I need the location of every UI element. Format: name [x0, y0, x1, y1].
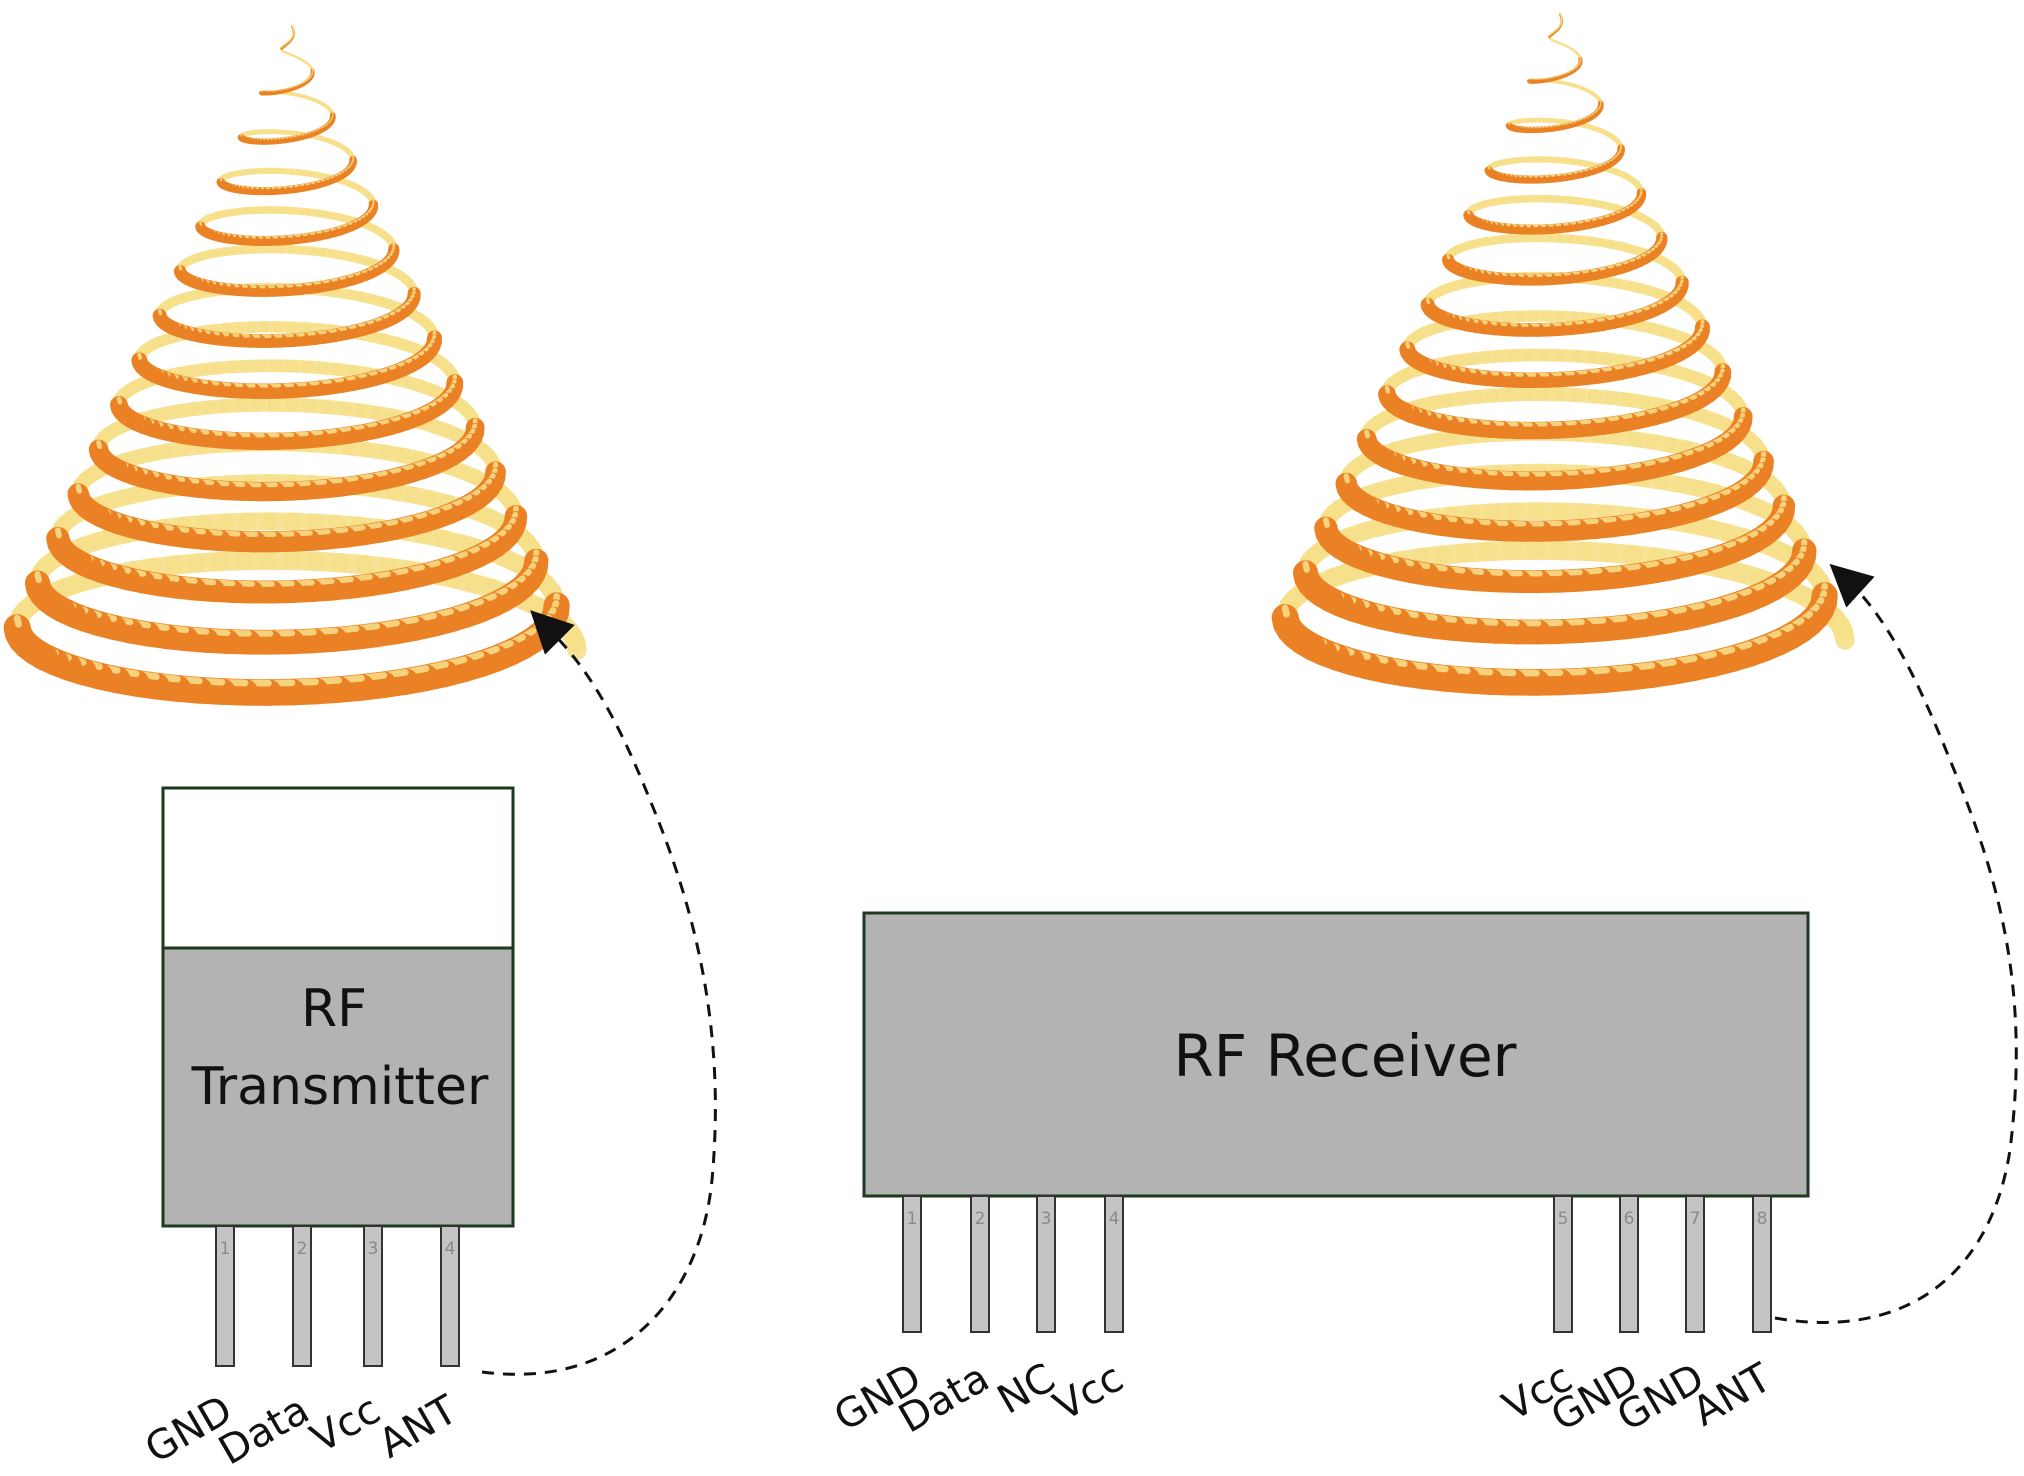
transmitter-pin-number: 4	[445, 1239, 456, 1259]
receiver-module: RF Receiver 1GND2Data3NC4Vcc5Vcc6GND7GND…	[827, 911, 1810, 1442]
receiver-pin-label: ANT	[1685, 1355, 1779, 1436]
receiver-pin-2	[970, 1195, 990, 1333]
receiver-ant-connection-line	[1774, 563, 2018, 1324]
transmitter-pin-label: Data	[211, 1387, 317, 1475]
receiver-pin-number: 5	[1558, 1209, 1569, 1229]
transmitter-pin-3	[363, 1225, 383, 1367]
transmitter-pin-number: 2	[297, 1239, 308, 1259]
receiver-label: RF Receiver	[1173, 1022, 1516, 1090]
receiver-body	[862, 911, 1810, 1198]
transmitter-pin-number: 3	[368, 1239, 379, 1259]
receiver-pin-number: 8	[1757, 1209, 1768, 1229]
receiver-pin-8	[1752, 1195, 1772, 1333]
transmitter-pin-label: ANT	[371, 1387, 465, 1468]
receiver-pin-5	[1553, 1195, 1573, 1333]
transmitter-pin-1	[215, 1225, 235, 1367]
receiver-pin-number: 4	[1109, 1209, 1120, 1229]
receiver-pin-1	[902, 1195, 922, 1333]
transmitter-ant-connection-line	[481, 610, 717, 1376]
receiver-pin-number: 1	[907, 1209, 918, 1229]
receiver-antenna-icon	[1271, 12, 1855, 696]
receiver-pin-number: 7	[1690, 1209, 1701, 1229]
receiver-pin-number: 6	[1624, 1209, 1635, 1229]
transmitter-label-line2: Transmitter	[191, 1057, 489, 1117]
transmitter-pin-2	[292, 1225, 312, 1367]
receiver-pin-number: 3	[1041, 1209, 1052, 1229]
transmitter-pin-number: 1	[220, 1239, 231, 1259]
receiver-pin-3	[1036, 1195, 1056, 1333]
transmitter-pin-4	[440, 1225, 460, 1367]
receiver-pin-label: Vcc	[1046, 1355, 1131, 1431]
receiver-pin-number: 2	[975, 1209, 986, 1229]
transmitter-top-section	[161, 786, 515, 950]
receiver-pin-7	[1685, 1195, 1705, 1333]
receiver-pin-6	[1619, 1195, 1639, 1333]
transmitter-label-line1: RF	[301, 979, 367, 1039]
transmitter-body	[161, 946, 515, 1228]
receiver-pin-4	[1104, 1195, 1124, 1333]
transmitter-antenna-icon	[3, 24, 587, 706]
